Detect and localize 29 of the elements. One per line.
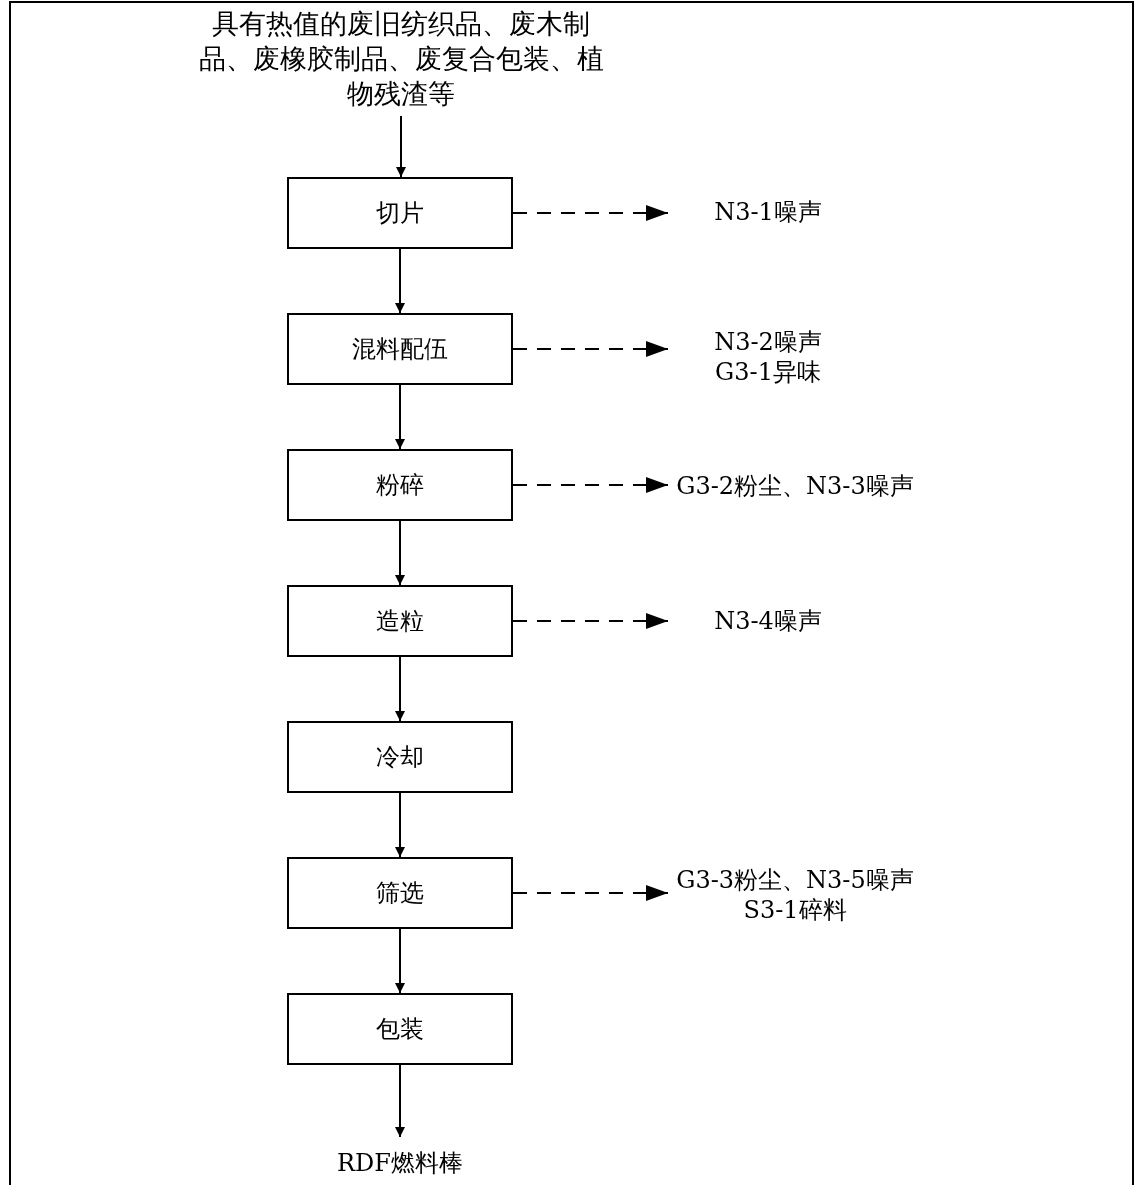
emission-label: N3-4噪声: [714, 606, 822, 636]
dashed-arrow: [512, 477, 669, 493]
dashed-arrow: [512, 885, 669, 901]
dashed-arrow: [512, 205, 669, 221]
arrow: [395, 248, 405, 314]
dashed-arrow: [512, 341, 669, 357]
process-box: 切片: [287, 177, 513, 249]
product-label: RDF燃料棒: [337, 1148, 463, 1178]
emission-label: G3-2粉尘、N3-3噪声: [676, 471, 914, 501]
emission-label: G3-3粉尘、N3-5噪声: [676, 865, 914, 895]
arrow: [395, 656, 405, 722]
process-box: 包装: [287, 993, 513, 1065]
process-box: 冷却: [287, 721, 513, 793]
arrow: [395, 520, 405, 586]
process-box: 粉碎: [287, 449, 513, 521]
arrow: [395, 384, 405, 450]
arrow: [395, 1064, 405, 1138]
emission-label: N3-1噪声: [714, 197, 822, 227]
arrow: [395, 792, 405, 858]
process-box: 造粒: [287, 585, 513, 657]
process-box: 筛选: [287, 857, 513, 929]
input-label: 具有热值的废旧纺织品、废木制品、废橡胶制品、废复合包装、植物残渣等: [197, 6, 605, 111]
dashed-arrow: [512, 613, 669, 629]
arrow: [396, 115, 406, 178]
emission-label: S3-1碎料: [743, 895, 847, 925]
arrow: [395, 928, 405, 994]
process-box: 混料配伍: [287, 313, 513, 385]
emission-label: G3-1异味: [715, 357, 821, 387]
emission-label: N3-2噪声: [714, 327, 822, 357]
